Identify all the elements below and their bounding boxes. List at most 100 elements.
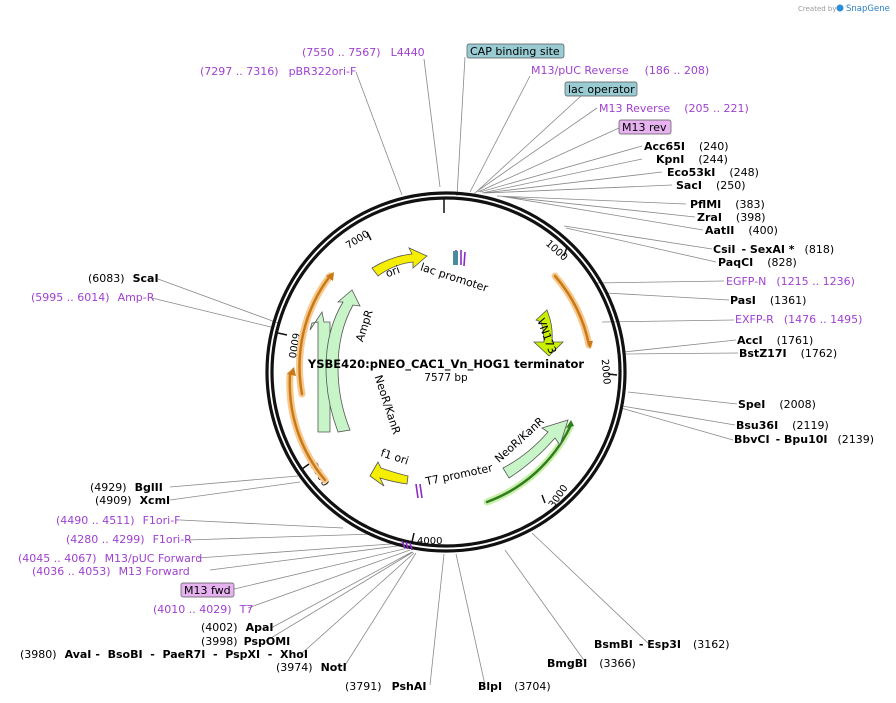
label-ori: ori (384, 263, 402, 280)
enzyme-name: BsmBI (594, 638, 633, 651)
enzyme-name: XcmI (140, 494, 171, 507)
enzyme-pos: (828) (767, 256, 797, 269)
svg-text:(4280 .. 4299)F1ori-R: (4280 .. 4299) F1ori-R (66, 533, 192, 546)
primer-labels: (7550 .. 7567) L4440 (7297 .. 7316) pBR322… (18, 46, 862, 616)
enzyme-name: AvaI (65, 648, 92, 661)
tick-7000: 7000 (344, 229, 371, 252)
primer-name: F1ori-R (153, 533, 193, 546)
snapgene-logo-icon (836, 4, 844, 12)
svg-text:AatII(400): AatII (400) (705, 224, 778, 237)
enzyme-pos: (3974) (276, 661, 313, 674)
svg-text:Bsu36I(2119): Bsu36I(2119) (736, 419, 829, 432)
enzyme-pos: (1361) (770, 294, 807, 307)
enzyme-name: BbvCI (734, 433, 770, 446)
primer-name: M13/pUC Reverse (531, 64, 629, 77)
primer-range: (1215 .. 1236) (776, 275, 855, 288)
svg-text:Acc65I(240): Acc65I(240) (644, 140, 729, 153)
m13-fwd-label: M13 fwd (184, 584, 231, 597)
enzyme-name: BlpI (478, 680, 502, 693)
enzyme-name: SpeI (738, 398, 765, 411)
created-by-text: Created by (798, 5, 837, 13)
arrow-head-icon (287, 367, 296, 376)
lac-operator-label: lac operator (568, 83, 635, 96)
svg-text:M13 Reverse(205 .. 221): M13 Reverse(205 .. 221) (599, 102, 749, 115)
enzyme-pos: (4002) (201, 621, 238, 634)
enzyme-pos: (4909) (95, 494, 132, 507)
primer-range: (4280 .. 4299) (66, 533, 145, 546)
label-lac-promoter: lac promoter (419, 261, 490, 295)
enzyme-pos: (248) (729, 166, 759, 179)
primer-range: (186 .. 208) (645, 64, 710, 77)
primer-name: EXFP-R (735, 313, 774, 326)
enzyme-pos: (383) (735, 198, 765, 211)
enzyme-pos: (2119) (792, 419, 829, 432)
svg-text:EGFP-N(1215 .. 1236): EGFP-N (1215 .. 1236) (726, 275, 855, 288)
enzyme-pos: (3980) (20, 648, 57, 661)
svg-text:(4010 .. 4029)T7: (4010 .. 4029)T7 (153, 603, 253, 616)
primer-name: F1ori-F (143, 514, 181, 527)
svg-text:BsmBI- Esp3I(3162): BsmBI- Esp3I(3162) (594, 638, 730, 651)
lac-operator-box (564, 81, 638, 97)
svg-text:(3974)NotI: (3974) NotI (276, 661, 347, 674)
primer-name: M13 Forward (119, 565, 190, 578)
enzyme-name: BmgBI (547, 657, 587, 670)
svg-text:KpnI(244): KpnI (244) (656, 153, 728, 166)
svg-text:(4909)XcmI: (4909) XcmI (95, 494, 170, 507)
svg-text:EXFP-R(1476 .. 1495): EXFP-R(1476 .. 1495) (735, 313, 862, 326)
feature-neor-right (502, 419, 569, 479)
enzyme-name: KpnI (656, 153, 684, 166)
plasmid-size: 7577 bp (424, 372, 468, 384)
enzyme-sep: - Bpu10I (776, 433, 828, 446)
enzyme-pos: (3704) (514, 680, 551, 693)
enzyme-pos: (2139) (838, 433, 875, 446)
enzyme-name: PflMI (690, 198, 721, 211)
svg-text:(3998)PspOMI: (3998)PspOMI (201, 635, 290, 648)
enzyme-name: NotI (321, 661, 347, 674)
svg-text:SacI(250): SacI(250) (676, 179, 746, 192)
enzyme-pos: (4929) (90, 481, 127, 494)
m13-rev-label: M13 rev (622, 121, 667, 134)
feature-ampr (325, 289, 361, 433)
enzyme-name: PspOMI (244, 635, 291, 648)
label-vn173: VN173 (534, 317, 559, 356)
cap-site-mark (453, 251, 458, 265)
enzyme-name: PaqCI (718, 256, 753, 269)
primer-range: (7297 .. 7316) (200, 65, 279, 78)
primer-name: EGFP-N (726, 275, 766, 288)
enzyme-name: CsiI (713, 243, 735, 256)
primer-range: (7550 .. 7567) (302, 46, 381, 59)
svg-text:Eco53kI(248): Eco53kI(248) (667, 166, 759, 179)
tick-1000: 1000 (543, 238, 569, 263)
svg-text:PflMI(383): PflMI (383) (690, 198, 765, 211)
enzyme-name: AatII (705, 224, 734, 237)
backbone-outer (265, 191, 627, 553)
enzyme-name: SacI (676, 179, 702, 192)
primer-name: L4440 (391, 46, 425, 59)
svg-text:(4002)ApaI: (4002)ApaI (201, 621, 273, 634)
svg-text:BstZ17I(1762): BstZ17I(1762) (739, 347, 837, 360)
primer-name: pBR322ori-F (289, 65, 357, 78)
svg-text:PaqCI(828): PaqCI (828) (718, 256, 797, 269)
inner-features (309, 247, 569, 487)
svg-text:PasI(1361): PasI(1361) (730, 294, 806, 307)
enzyme-name: Acc65I (644, 140, 685, 153)
arrow-head-icon (566, 420, 574, 428)
svg-text:BmgBI(3366): BmgBI(3366) (547, 657, 636, 670)
label-t7-promoter: T7 promoter (423, 461, 494, 488)
enzyme-name: ScaI (133, 272, 159, 285)
primer-range: (4036 .. 4053) (32, 565, 111, 578)
enzyme-pos: (400) (748, 224, 778, 237)
enzyme-pos: (1761) (777, 334, 814, 347)
primer-range: (4490 .. 4511) (56, 514, 135, 527)
svg-text:(3791)PshAI: (3791)PshAI (345, 680, 426, 693)
cap-binding-site-label: CAP binding site (470, 45, 560, 58)
enzyme-name: AccI (737, 334, 763, 347)
tick-2000: 2000 (599, 359, 612, 385)
enzyme-pos: (244) (698, 153, 728, 166)
feature-f1ori (369, 461, 409, 487)
svg-text:BbvCI- Bpu10I(2139): BbvCI - Bpu10I (2139) (734, 433, 874, 446)
leader-lines (151, 56, 739, 686)
enzyme-pos: (398) (736, 211, 766, 224)
feature-ori (371, 247, 428, 277)
